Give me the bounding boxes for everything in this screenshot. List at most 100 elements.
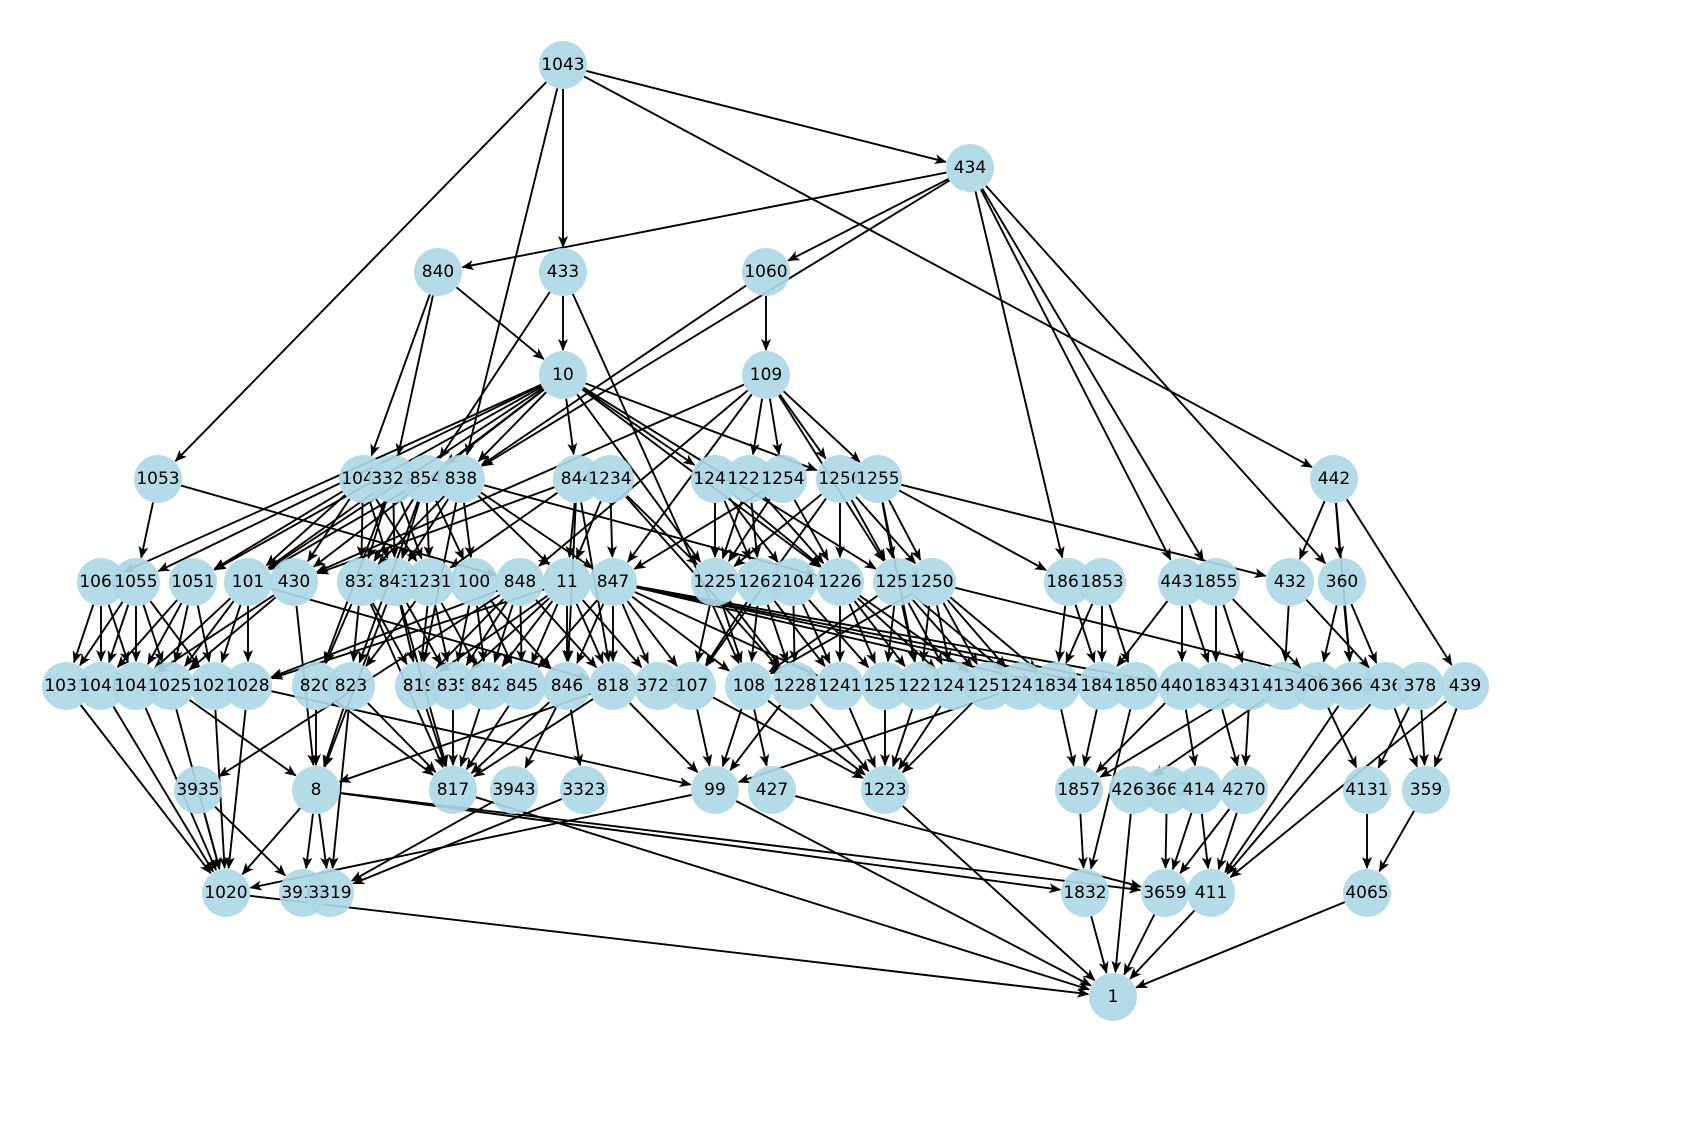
node-circle	[146, 662, 194, 710]
node-1231: 1231	[406, 558, 454, 606]
node-circle	[134, 455, 182, 503]
edge-8-to-3319	[318, 813, 331, 870]
edge-838-to-843	[407, 498, 449, 562]
edge-109-to-1255	[782, 390, 861, 463]
edge-846-to-3323	[569, 709, 584, 767]
node-label: 1251	[863, 676, 906, 696]
node-circle	[1032, 662, 1080, 710]
node-1254: 1254	[759, 455, 807, 503]
edge-378-to-4131	[1377, 706, 1410, 769]
edge-1043-to-1053	[174, 81, 547, 462]
node-circle	[1294, 662, 1342, 710]
edge-4134-to-4269	[1152, 698, 1265, 777]
edge-10-to-854	[445, 388, 545, 465]
edge-8-to-1020	[241, 807, 301, 875]
edge-1857-to-1832	[1077, 813, 1088, 869]
edge-1832-to-1	[1090, 915, 1109, 974]
node-label: 433	[547, 262, 579, 282]
edge-840-to-1041	[370, 294, 431, 457]
edge-436-to-359	[1393, 708, 1418, 768]
node-107: 107	[668, 662, 716, 710]
node-circle	[1055, 766, 1103, 814]
node-840: 840	[414, 248, 462, 296]
edge-818-to-8	[338, 693, 591, 783]
node-circle	[725, 455, 773, 503]
edge-101-to-1025	[184, 600, 235, 667]
edge-436-to-411	[1226, 703, 1372, 875]
edge-1228-to-99	[729, 704, 782, 771]
edge-3322-to-832	[366, 501, 387, 560]
edge-1043-to-434	[586, 69, 947, 165]
node-819: 819	[395, 662, 443, 710]
node-1253: 1253	[873, 558, 921, 606]
node-label: 1850	[1114, 676, 1157, 696]
node-411: 411	[1187, 869, 1235, 917]
node-label: 1253	[875, 572, 918, 592]
node-circle	[634, 662, 682, 710]
node-1255: 1255	[854, 455, 902, 503]
node-circle	[337, 558, 385, 606]
node-433: 433	[539, 248, 587, 296]
edge-848-to-842	[493, 604, 514, 664]
node-label: 3323	[562, 780, 605, 800]
edge-1234-to-847	[606, 502, 617, 558]
node-label: 819	[403, 676, 435, 696]
edge-10-to-1244	[582, 387, 696, 466]
node-circle	[1192, 662, 1240, 710]
edge-1041-to-101	[265, 494, 346, 567]
edge-845-to-817	[466, 705, 510, 771]
node-label: 3935	[176, 780, 219, 800]
node-1055: 1055	[112, 558, 160, 606]
edge-1231-to-823	[365, 600, 417, 667]
edge-3935-to-3915	[214, 806, 286, 877]
edge-3663-to-411	[1224, 705, 1340, 874]
edge-layer	[72, 69, 1458, 998]
edge-430-to-1045	[156, 594, 275, 674]
edge-1223-to-1	[902, 805, 1096, 981]
edge-434-to-1863	[974, 191, 1065, 559]
edge-1250-to-1834	[949, 596, 1038, 671]
node-1043: 1043	[539, 41, 587, 89]
edge-847-to-107	[626, 600, 678, 667]
edge-2104-to-1251	[808, 599, 870, 669]
edge-846-to-817	[470, 701, 550, 774]
edge-10-to-844	[565, 398, 578, 456]
node-label: 4131	[1345, 780, 1388, 800]
node-378: 378	[1396, 662, 1444, 710]
edge-4318-to-4270	[1241, 709, 1252, 766]
edge-1252-to-1223	[901, 702, 973, 774]
edge-838-to-100	[463, 502, 475, 559]
edge-434-to-840	[461, 171, 947, 270]
node-circle	[965, 662, 1013, 710]
node-1035: 1035	[42, 662, 90, 710]
node-434: 434	[946, 144, 994, 192]
node-circle	[224, 558, 272, 606]
node-label: 818	[597, 676, 629, 696]
node-label: 1250	[910, 572, 953, 592]
node-circle	[543, 662, 591, 710]
edge-1863-to-1834	[1055, 605, 1067, 663]
node-circle	[327, 662, 375, 710]
node-label: 823	[335, 676, 367, 696]
edge-3659-to-1	[1123, 914, 1156, 976]
node-108: 108	[725, 662, 773, 710]
node-1251: 1251	[861, 662, 909, 710]
edge-1834-to-1857	[1060, 709, 1077, 767]
edge-832-to-820	[325, 603, 353, 665]
node-circle	[1343, 766, 1391, 814]
node-1834: 1834	[1032, 662, 1080, 710]
node-label: 1025	[148, 676, 191, 696]
edge-844-to-11	[565, 502, 576, 559]
edge-1250-to-108	[769, 593, 912, 675]
node-circle	[691, 558, 739, 606]
edge-430-to-1025	[188, 596, 277, 671]
edge-1227-to-1226	[764, 496, 825, 565]
node-circle	[450, 558, 498, 606]
edge-819-to-817	[425, 708, 447, 768]
node-circle	[414, 248, 462, 296]
node-label: 838	[445, 469, 477, 489]
node-1063: 1063	[77, 558, 125, 606]
edge-359-to-4065	[1378, 810, 1415, 873]
